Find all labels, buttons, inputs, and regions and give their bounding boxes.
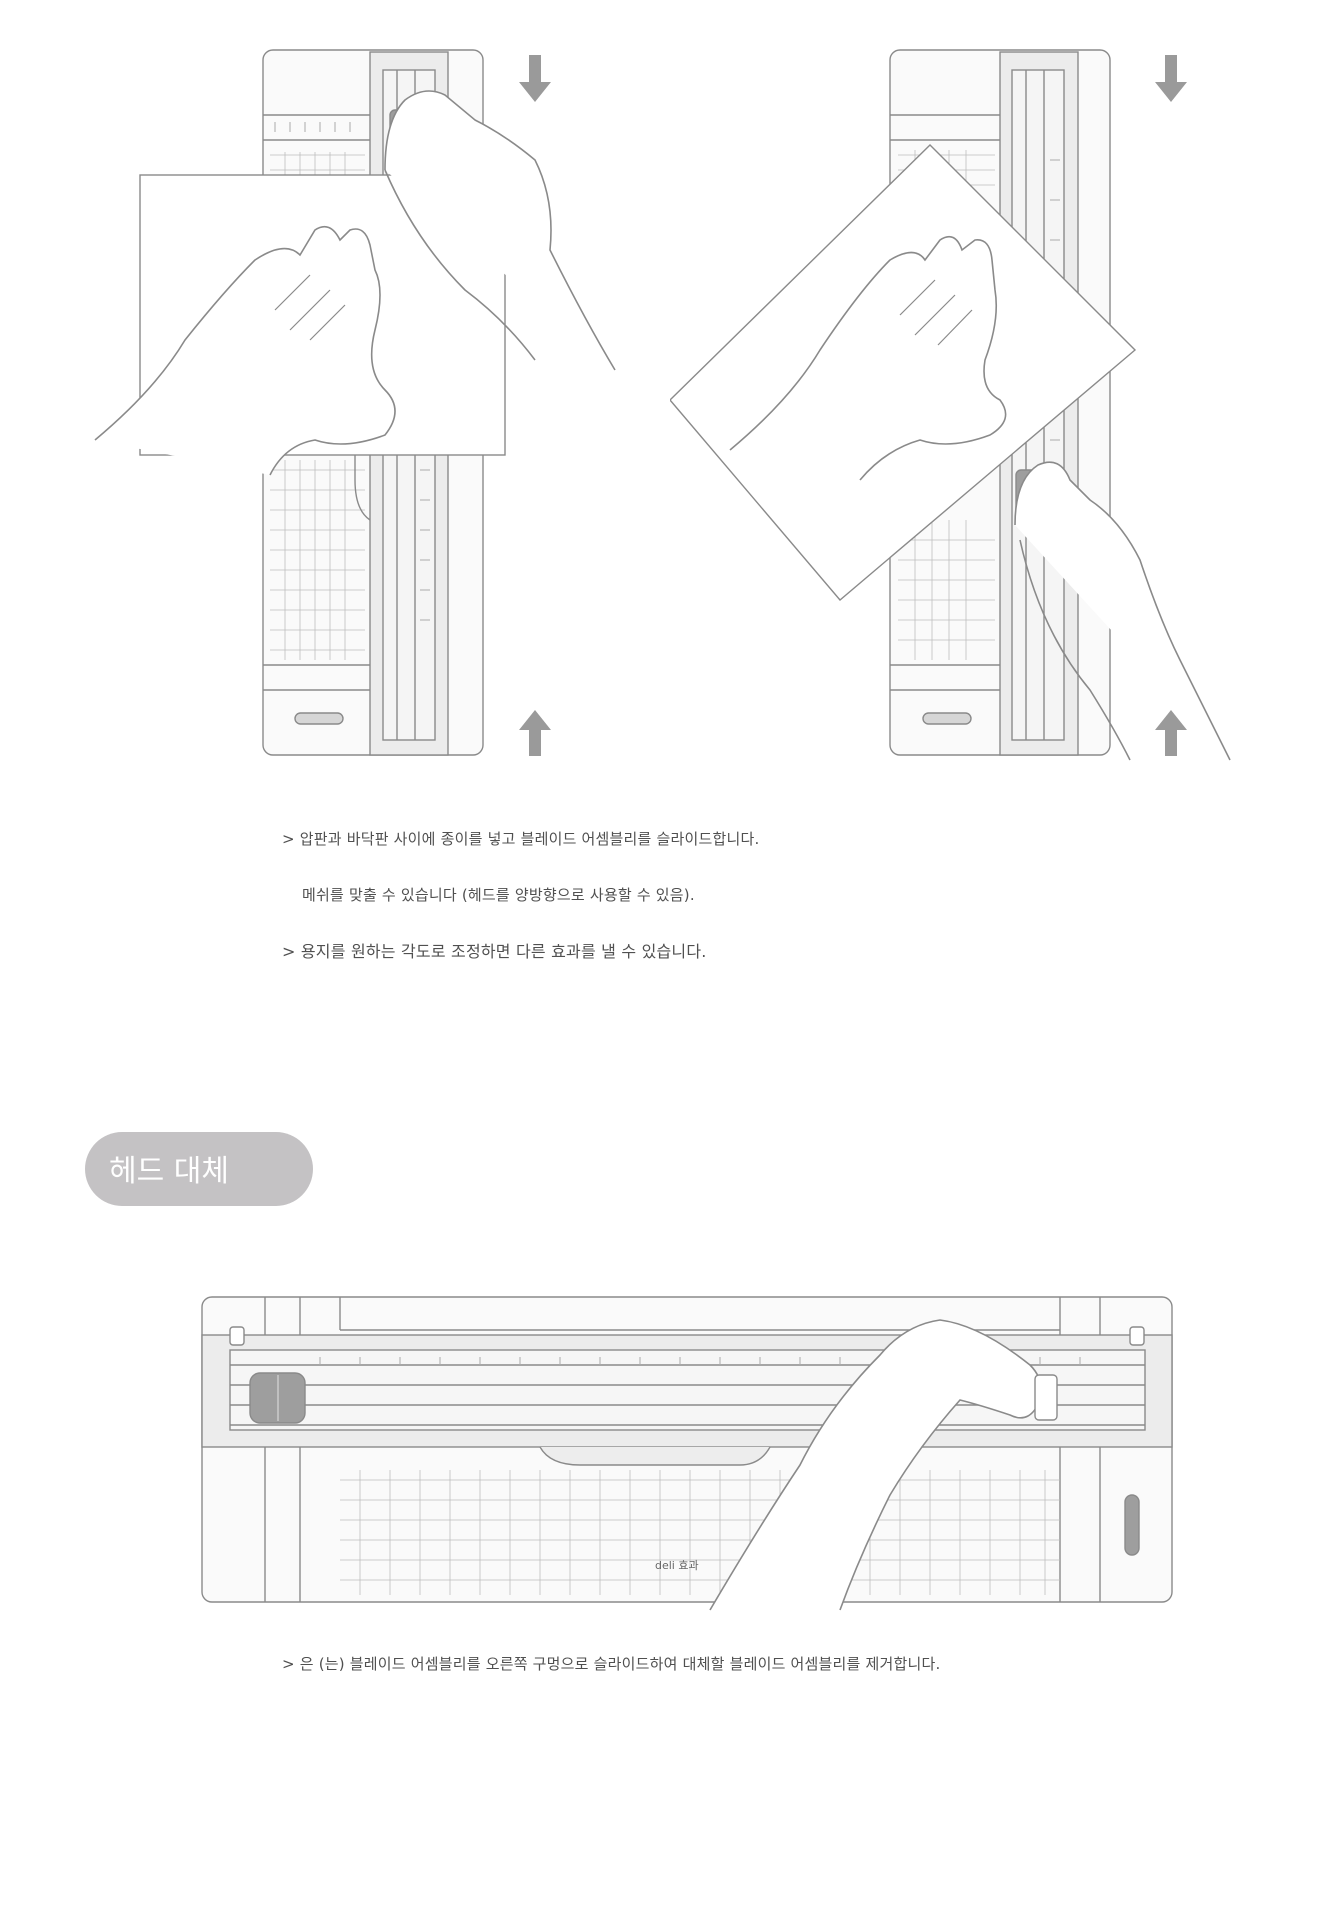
blade-brand-label: deli 효과 [655,1559,699,1572]
cutter-illustration-horizontal [201,1296,1173,1611]
arrow-down-icon [1155,55,1187,102]
instruction-step-2: > 용지를 원하는 각도로 조정하면 다른 효과를 낼 수 있습니다. [282,942,707,961]
arrow-up-icon [1155,710,1187,756]
arrow-down-icon [519,55,551,102]
instruction-step-1: > 압판과 바닥판 사이에 종이를 넣고 블레이드 어셈블리를 슬라이드합니다. [282,830,760,848]
section-title: 헤드 대체 [109,1154,229,1189]
arrow-up-icon [519,710,551,756]
cutter-illustration-left [94,49,616,756]
section-title-pill: 헤드 대체 [85,1132,313,1206]
instruction-step-1-sub: 메쉬를 맞출 수 있습니다 (헤드를 양방향으로 사용할 수 있음). [302,886,695,904]
cutter-illustration-right [670,49,1231,761]
instruction-replace: > 은 (는) 블레이드 어셈블리를 오른쪽 구멍으로 슬라이드하여 대체할 블… [282,1655,941,1673]
